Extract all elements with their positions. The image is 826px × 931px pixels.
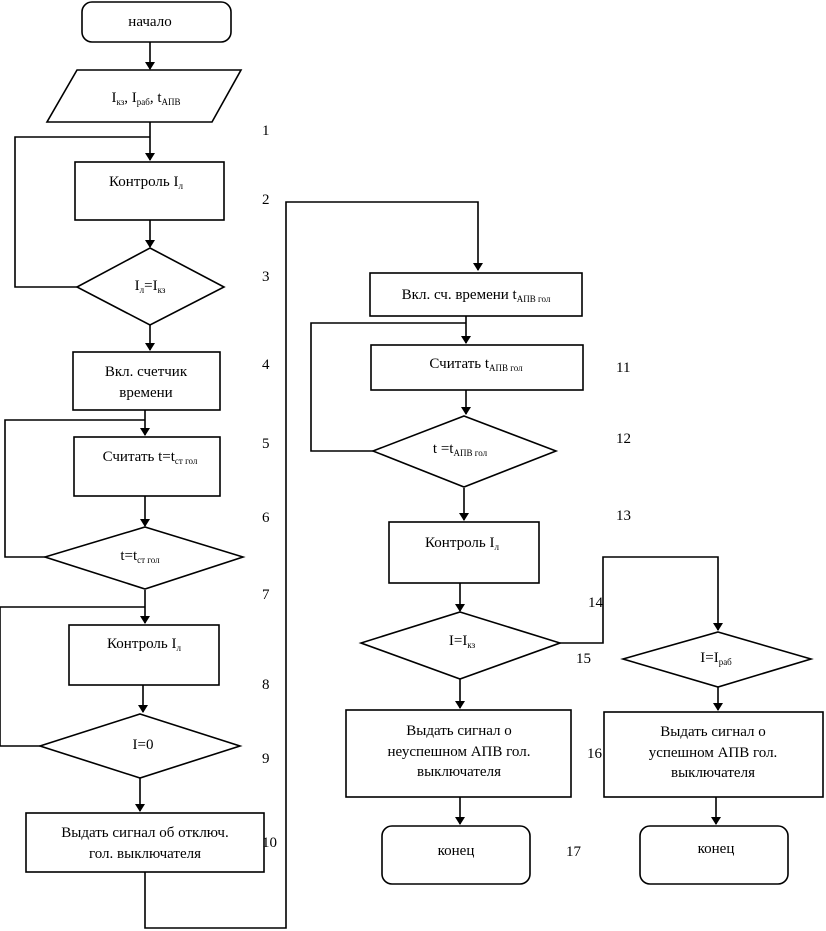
compare1-shape: [75, 247, 226, 326]
t-apv-decision: t =tАПВ гол: [370, 415, 559, 488]
fail-line1: Выдать сигнал о: [406, 723, 512, 739]
signal-off-line1: Выдать сигнал об отключ.: [61, 825, 228, 841]
i-kz-label: I=Iкз: [449, 633, 476, 650]
step-number: 5: [262, 436, 270, 452]
success-line2: успешном АПВ гол.: [649, 745, 778, 761]
step-number: 4: [262, 357, 270, 373]
read-t-label: Считать t=tст гол: [103, 449, 198, 466]
end-right-terminal: конец: [639, 825, 789, 885]
i-rab-decision: I=Iраб: [620, 631, 814, 688]
t-eq-decision: t=tст гол: [42, 526, 246, 590]
loop-tapv-to-read-apv: [310, 322, 466, 452]
end-left-terminal: конец: [381, 825, 531, 885]
end-right-shape: [639, 825, 789, 885]
read-t-block: Считать t=tст гол: [73, 436, 221, 497]
arrow-signal-to-timer-apv: [144, 201, 483, 929]
step-number: 9: [262, 751, 270, 767]
compare1-label: Iл=Iкз: [135, 278, 166, 295]
timer-apv-block: Вкл. сч. времени tАПВ гол: [369, 272, 583, 317]
start-terminal: начало: [81, 1, 232, 43]
control3-shape: [388, 521, 540, 584]
control2-shape: [68, 624, 220, 686]
i-zero-shape: [37, 713, 243, 779]
read-apv-shape: [370, 344, 584, 391]
control3-block: Контроль Iл: [388, 521, 540, 584]
control2-label: Контроль Iл: [107, 636, 181, 653]
control3-label: Контроль Iл: [425, 535, 499, 552]
step-number: 2: [262, 192, 270, 208]
start-label: начало: [128, 14, 171, 30]
timer-on-line2: времени: [119, 385, 172, 401]
input-shape: [45, 69, 243, 123]
end-left-shape: [381, 825, 531, 885]
timer-apv-label: Вкл. сч. времени tАПВ гол: [402, 287, 551, 304]
step-number: 10: [262, 835, 277, 851]
step-number: 3: [262, 269, 270, 285]
connectors: [0, 42, 723, 929]
end-left-label: конец: [438, 843, 475, 859]
control1-shape: [74, 161, 225, 221]
step-number: 1: [262, 123, 270, 139]
i-zero-decision: I=0: [37, 713, 243, 779]
fail-line2: неуспешном АПВ гол.: [388, 744, 531, 760]
signal-off-shape: [25, 812, 265, 873]
i-kz-decision: I=Iкз: [358, 611, 563, 680]
signal-off-block: Выдать сигнал об отключ. гол. выключател…: [25, 812, 265, 873]
timer-on-shape: [72, 351, 221, 411]
step-number: 13: [616, 508, 631, 524]
start-shape: [81, 1, 232, 43]
success-block: Выдать сигнал о успешном АПВ гол. выключ…: [603, 711, 824, 798]
loop-izero-to-control2: [0, 606, 145, 747]
input-label: Iкз, Iраб, tАПВ: [111, 90, 180, 107]
step-numbers: 1 2 3 4 5 6 7 8 9 10 11 12 13 14 15 16 1…: [262, 123, 631, 860]
t-eq-shape: [42, 526, 246, 590]
fail-line3: выключателя: [417, 764, 501, 780]
control1-label: Контроль Iл: [109, 174, 183, 191]
t-apv-shape: [370, 415, 559, 488]
read-t-shape: [73, 436, 221, 497]
read-apv-block: Считать tАПВ гол: [370, 344, 584, 391]
step-number: 6: [262, 510, 270, 526]
control1-block: Контроль Iл: [74, 161, 225, 221]
loop-compare1-to-control1: [14, 136, 150, 288]
signal-off-line2: гол. выключателя: [89, 846, 201, 862]
t-apv-label: t =tАПВ гол: [433, 441, 488, 458]
timer-apv-shape: [369, 272, 583, 317]
success-line3: выключателя: [671, 765, 755, 781]
t-eq-label: t=tст гол: [120, 548, 160, 565]
step-number: 15: [576, 651, 591, 667]
timer-on-line1: Вкл. счетчик: [105, 364, 188, 380]
compare1-decision: Iл=Iкз: [75, 247, 226, 326]
i-rab-shape: [620, 631, 814, 688]
i-rab-label: I=Iраб: [700, 650, 732, 667]
read-apv-label: Считать tАПВ гол: [429, 356, 523, 373]
fail-block: Выдать сигнал о неуспешном АПВ гол. выкл…: [345, 709, 572, 798]
loop-teq-to-read: [4, 419, 145, 558]
success-shape: [603, 711, 824, 798]
step-number: 12: [616, 431, 631, 447]
step-number: 17: [566, 844, 582, 860]
i-zero-label: I=0: [133, 737, 154, 753]
timer-on-block: Вкл. счетчик времени: [72, 351, 221, 411]
input-parallelogram: Iкз, Iраб, tАПВ: [45, 69, 243, 123]
step-number: 8: [262, 677, 270, 693]
i-kz-shape: [358, 611, 563, 680]
step-number: 14: [588, 595, 604, 611]
control2-block: Контроль Iл: [68, 624, 220, 686]
success-line1: Выдать сигнал о: [660, 724, 766, 740]
step-number: 11: [616, 360, 630, 376]
fail-shape: [345, 709, 572, 798]
step-number: 16: [587, 746, 603, 762]
step-number: 7: [262, 587, 270, 603]
arrow-ikz-to-irab: [560, 556, 723, 644]
end-right-label: конец: [698, 841, 735, 857]
